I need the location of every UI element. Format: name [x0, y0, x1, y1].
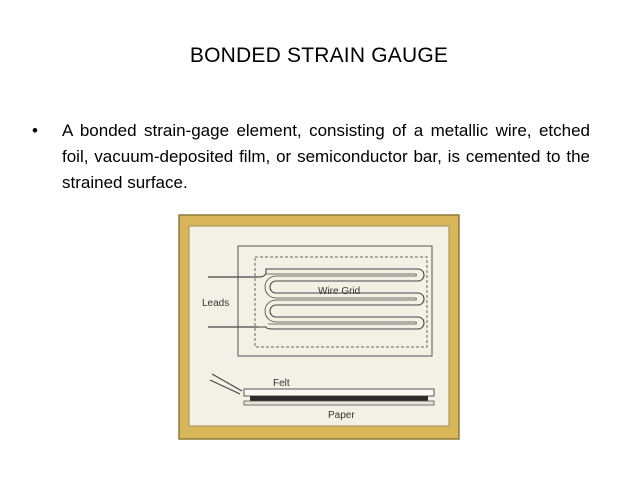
- bullet-dot: •: [32, 121, 38, 140]
- wire-grid-label: Wire Grid: [318, 286, 360, 297]
- grid-boundary: [254, 256, 428, 348]
- wire-grid-inner: [264, 272, 417, 325]
- wire-grid: [257, 268, 425, 330]
- side-lead-2: [209, 379, 241, 395]
- slide-title: BONDED STRAIN GAUGE: [189, 44, 449, 67]
- bullet-text: A bonded strain-gage element, consisting…: [62, 121, 590, 192]
- side-lead-1: [211, 373, 243, 392]
- bullet-item: • A bonded strain-gage element, consisti…: [32, 118, 590, 196]
- backing-outline: [237, 245, 433, 357]
- felt-label: Felt: [273, 378, 290, 389]
- felt-layer: [243, 388, 435, 397]
- leads-label: Leads: [202, 298, 229, 309]
- paper-layer: [243, 400, 435, 406]
- strain-gauge-figure: Leads Wire Grid Felt Paper: [178, 214, 460, 440]
- grid-cross-section: [250, 396, 428, 401]
- paper-label: Paper: [328, 410, 355, 421]
